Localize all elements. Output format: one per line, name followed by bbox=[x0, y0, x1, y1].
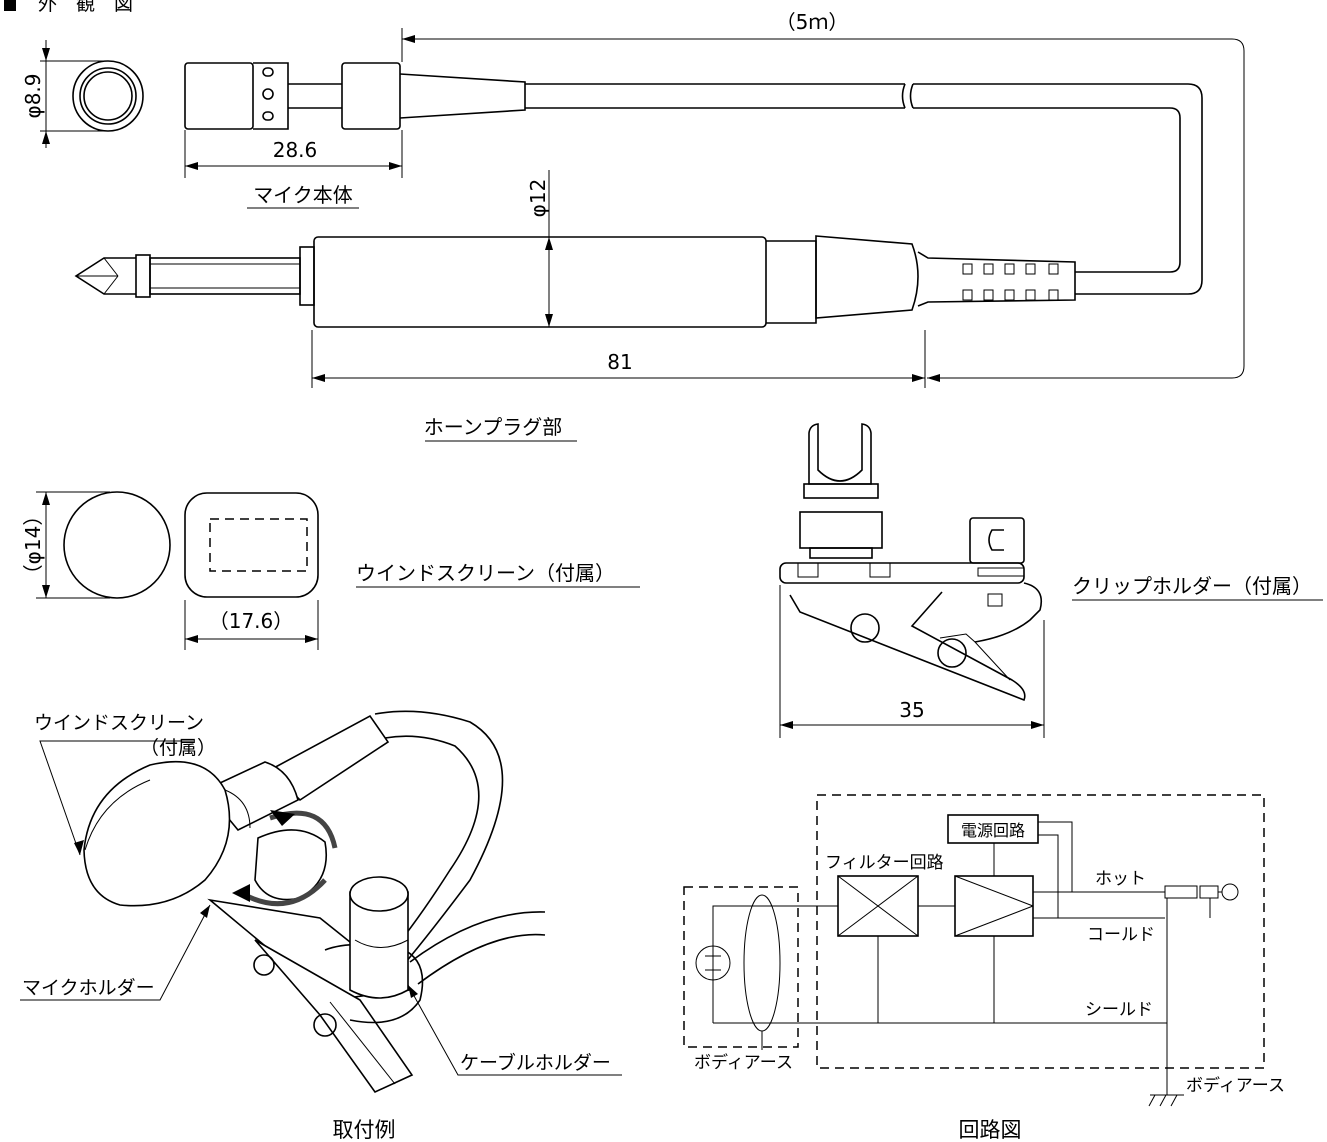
cable-length-label: （5ｍ） bbox=[776, 10, 849, 34]
hot-label: ホット bbox=[1095, 869, 1146, 889]
mounting-windscreen-line1: ウインドスクリーン bbox=[34, 712, 204, 734]
mic-front-view bbox=[40, 40, 144, 148]
cold-label: コールド bbox=[1087, 925, 1155, 945]
phone-plug-label: ホーンプラグ部 bbox=[424, 415, 562, 439]
plug-diameter-label: φ12 bbox=[526, 179, 550, 218]
clip-holder-label: クリップホルダー（付属） bbox=[1072, 574, 1312, 598]
clip-length-label: 35 bbox=[899, 698, 924, 722]
windscreen-diameter-label: （φ14） bbox=[21, 506, 45, 585]
body-earth-right-label: ボディアース bbox=[1186, 1075, 1285, 1096]
shield-label: シールド bbox=[1085, 1000, 1153, 1020]
body-earth-left-label: ボディアース bbox=[694, 1052, 793, 1073]
clip-holder-drawing bbox=[779, 423, 1045, 738]
cable-holder-label: ケーブルホルダー bbox=[460, 1051, 611, 1074]
circuit-diagram bbox=[683, 794, 1265, 1107]
power-circuit-label: 電源回路 bbox=[961, 821, 1025, 840]
plug-length-label: 81 bbox=[607, 350, 632, 374]
mounting-example bbox=[20, 710, 622, 1094]
header-bullet bbox=[4, 0, 16, 11]
mic-holder-label: マイクホルダー bbox=[22, 977, 155, 999]
mounting-windscreen-line2: （付属） bbox=[140, 737, 216, 759]
windscreen-label: ウインドスクリーン（付属） bbox=[356, 561, 615, 585]
phone-plug bbox=[74, 170, 1076, 388]
filter-circuit-label: フィルター回路 bbox=[825, 853, 944, 873]
mic-length-label: 28.6 bbox=[273, 138, 318, 162]
circuit-title: 回路図 bbox=[959, 1118, 1022, 1142]
windscreen-drawing bbox=[36, 491, 319, 650]
mic-side-view bbox=[184, 28, 1245, 379]
mounting-title: 取付例 bbox=[333, 1118, 396, 1142]
windscreen-length-label: （17.6） bbox=[209, 609, 294, 633]
mic-body-label: マイク本体 bbox=[253, 183, 353, 207]
header-title: 外 観 図 bbox=[38, 0, 133, 15]
mic-diameter-label: φ8.9 bbox=[21, 74, 45, 119]
